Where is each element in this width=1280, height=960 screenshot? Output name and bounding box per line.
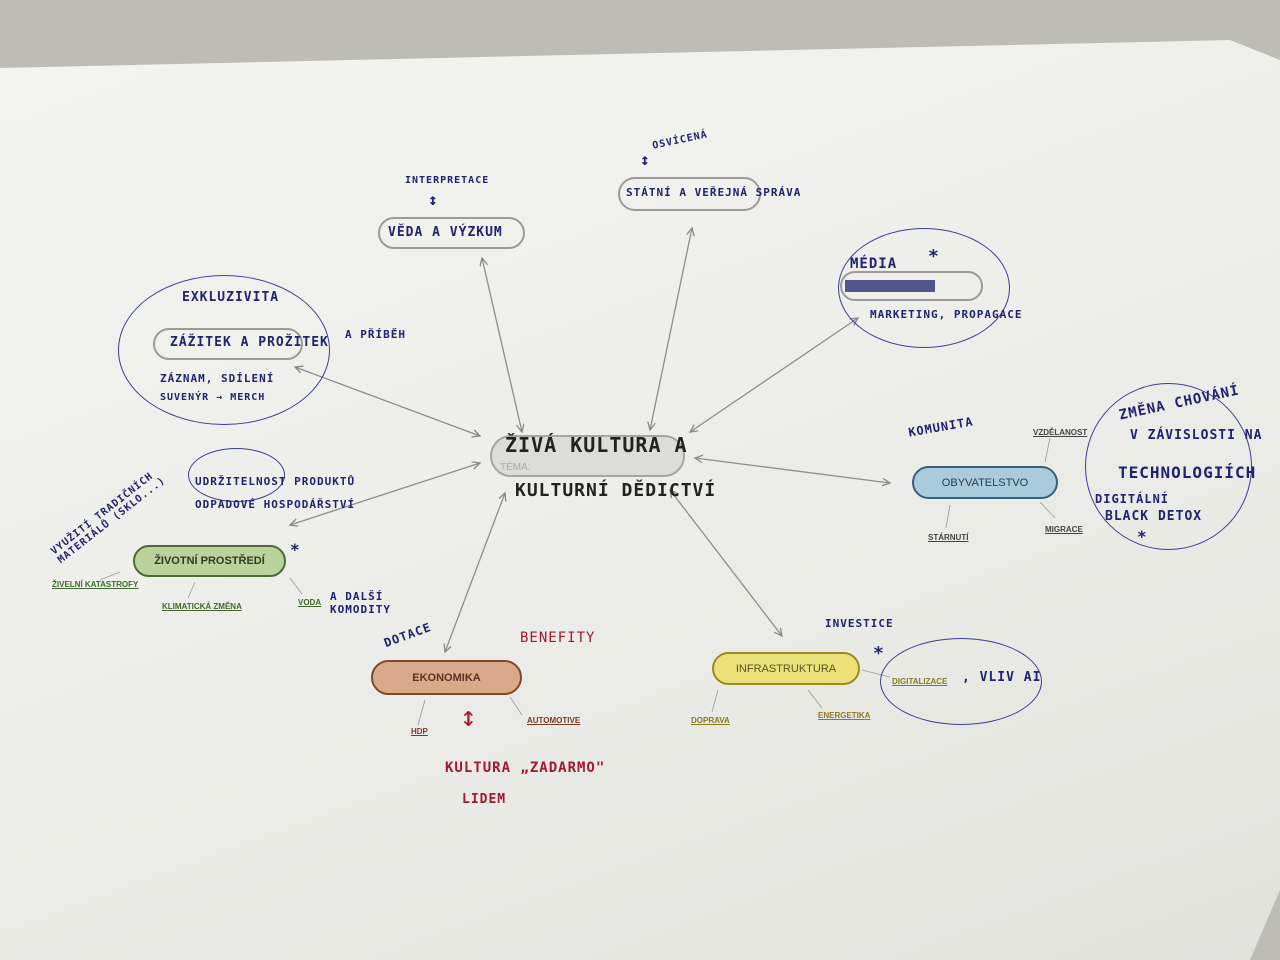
zivotni-star: * bbox=[290, 540, 301, 559]
double-arrow-icon: ↕ bbox=[428, 190, 439, 209]
circle-line2: V ZÁVISLOSTI NA bbox=[1130, 428, 1263, 443]
red-double-arrow-icon: ↕ bbox=[460, 700, 478, 733]
red-note-line1: KULTURA „ZADARMO" bbox=[445, 760, 606, 776]
infrastruktura-label: INFRASTRUKTURA bbox=[735, 662, 837, 675]
zazitek-label: ZÁŽITEK A PROŽITEK bbox=[170, 335, 329, 350]
central-topic-line2: KULTURNÍ DĚDICTVÍ bbox=[515, 480, 717, 501]
sub-migrace: MIGRACE bbox=[1045, 525, 1083, 534]
ekonomika-label: EKONOMIKA bbox=[412, 671, 481, 684]
arrow-zazitek bbox=[295, 367, 480, 436]
media-star: * bbox=[928, 246, 940, 267]
infrastruktura-star: * bbox=[873, 643, 885, 664]
node-obyvatelstvo[interactable]: OBYVATELSTVO bbox=[912, 466, 1058, 499]
zivotni-note1: UDRŽITELNOST PRODUKTŮ bbox=[195, 475, 356, 488]
technologie-circle bbox=[1085, 383, 1252, 550]
sub-hdp: HDP bbox=[411, 727, 428, 736]
voda-extra: A DALŠÍ KOMODITY bbox=[330, 590, 391, 616]
zazitek-circle bbox=[118, 275, 330, 425]
udrzitelnost-circle bbox=[188, 448, 285, 502]
sub-automotive: AUTOMOTIVE bbox=[527, 716, 581, 725]
media-label: MÉDIA bbox=[850, 256, 898, 272]
zazitek-note1: ZÁZNAM, SDÍLENÍ bbox=[160, 372, 275, 385]
infrastruktura-note: INVESTICE bbox=[825, 617, 894, 630]
arrow-veda bbox=[482, 258, 522, 432]
zivotni-note2: ODPADOVÉ HOSPODÁŘSTVÍ bbox=[195, 498, 356, 511]
zazitek-note2: SUVENÝR → MERCH bbox=[160, 392, 266, 403]
veda-note: INTERPRETACE bbox=[405, 175, 490, 186]
veda-label: VĚDA A VÝZKUM bbox=[388, 225, 503, 240]
node-zivotni-prostredi[interactable]: ŽIVOTNÍ PROSTŘEDÍ bbox=[133, 545, 286, 577]
node-media[interactable] bbox=[840, 271, 983, 301]
node-ekonomika[interactable]: EKONOMIKA bbox=[371, 660, 522, 695]
circle-line5: BLACK DETOX bbox=[1105, 509, 1203, 524]
arrow-statni bbox=[650, 228, 692, 430]
sub-zivelni: ŽIVELNÍ KATASTROFY bbox=[52, 580, 139, 589]
sub-klimaticka: KLIMATICKÁ ZMĚNA bbox=[162, 602, 242, 611]
zivotni-label: ŽIVOTNÍ PROSTŘEDÍ bbox=[154, 555, 265, 567]
zazitek-extra: A PŘÍBĚH bbox=[345, 328, 406, 341]
scribbled-out-text bbox=[845, 280, 935, 292]
central-topic-node[interactable]: TÉMA: bbox=[490, 435, 685, 477]
arrow-media bbox=[690, 318, 858, 432]
node-statni[interactable] bbox=[618, 177, 761, 211]
obyvatelstvo-star: * bbox=[1137, 527, 1148, 546]
red-note-line2: LIDEM bbox=[462, 792, 507, 807]
sub-vzdelanost: VZDĚLANOST bbox=[1033, 428, 1088, 437]
central-topic-line1: ŽIVÁ KULTURA A bbox=[505, 433, 688, 457]
sub-energetika: ENERGETIKA bbox=[818, 711, 871, 720]
media-circle bbox=[838, 228, 1010, 348]
arrow-ekonomika bbox=[445, 493, 505, 652]
double-arrow-icon: ↕ bbox=[640, 150, 651, 169]
media-note: MARKETING, PROPAGACE bbox=[870, 308, 1023, 321]
digitalizace-circle bbox=[880, 638, 1042, 725]
node-veda[interactable] bbox=[378, 217, 525, 249]
arrow-infrastruktura bbox=[670, 490, 782, 636]
arrow-obyvatelstvo bbox=[695, 458, 890, 483]
benefity-note: BENEFITY bbox=[520, 630, 596, 646]
arrow-zivotni bbox=[290, 463, 480, 525]
zazitek-note-top: EXKLUZIVITA bbox=[182, 290, 280, 305]
statni-label: STÁTNÍ A VEŘEJNÁ SPRÁVA bbox=[626, 186, 802, 199]
sub-doprava: DOPRAVA bbox=[691, 716, 730, 725]
tema-label: TÉMA: bbox=[500, 462, 531, 473]
sub-voda: VODA bbox=[298, 598, 322, 607]
circle-line4: DIGITÁLNÍ bbox=[1095, 492, 1170, 506]
node-infrastruktura[interactable]: INFRASTRUKTURA bbox=[712, 652, 860, 685]
node-zazitek[interactable] bbox=[153, 328, 303, 360]
circle-line3: TECHNOLOGIÍCH bbox=[1118, 463, 1257, 482]
obyvatelstvo-label: OBYVATELSTVO bbox=[941, 476, 1029, 489]
sub-starnuti: STÁRNUTÍ bbox=[928, 533, 969, 542]
